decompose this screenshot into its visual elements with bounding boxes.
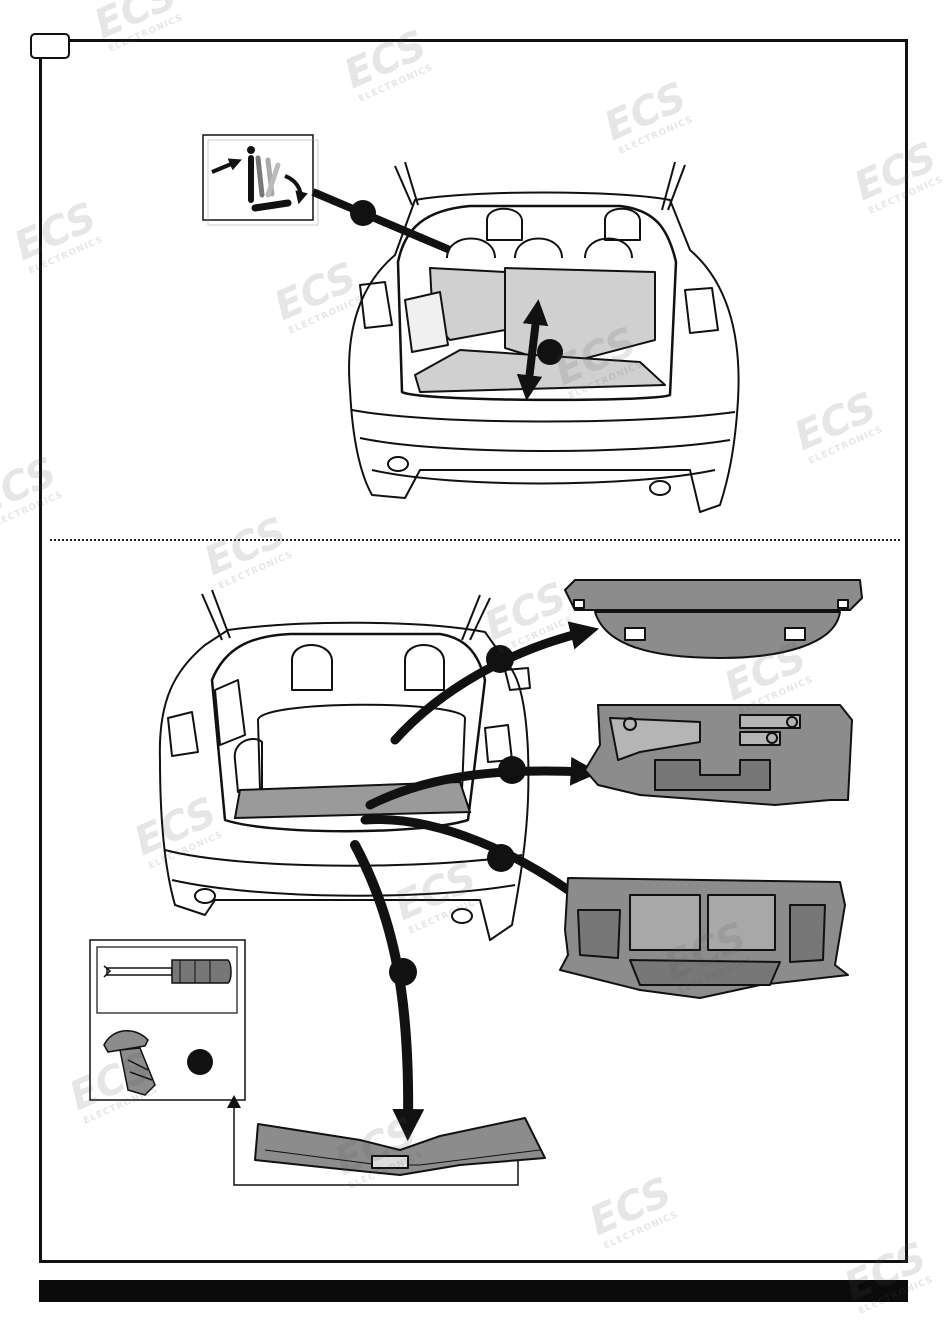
step-marker-3: [486, 645, 514, 673]
top-car-illustration: [348, 161, 740, 513]
trunk-floor-panel: [233, 780, 472, 820]
floor-storage-part: [559, 877, 849, 999]
lift-floor-arrow: [516, 299, 549, 401]
clip-marker: [187, 1049, 213, 1075]
step-marker-4: [498, 756, 526, 784]
step-number-tab: [30, 33, 70, 59]
cargo-cover-part: [564, 579, 863, 659]
bracket-arrowhead: [227, 1095, 241, 1108]
step-marker-2: [537, 339, 563, 365]
page-frame: [39, 39, 908, 1263]
section-divider: [50, 539, 900, 541]
sill-trim-part: [254, 1117, 546, 1176]
push-clip-icon: [103, 1030, 156, 1096]
seat-pointer-wedge: [311, 188, 452, 254]
tool-tray-part: [584, 704, 853, 806]
bottom-car-illustration: [158, 589, 531, 941]
screwdriver-icon: [103, 959, 232, 984]
step-marker-5: [487, 844, 515, 872]
seat-fold-icon: [202, 134, 319, 226]
footer-bar: [39, 1280, 908, 1302]
step-marker-1: [350, 200, 376, 226]
tools-panel: [89, 939, 246, 1101]
step-marker-6: [389, 958, 417, 986]
